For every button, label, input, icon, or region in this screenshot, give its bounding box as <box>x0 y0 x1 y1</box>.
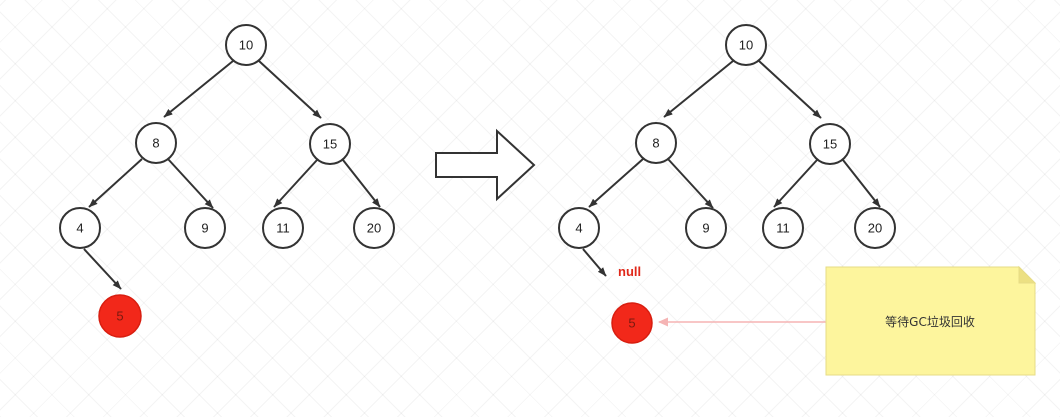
edge-10-8 <box>663 60 734 118</box>
node-label: 8 <box>652 136 659 151</box>
note-fold <box>1018 265 1037 284</box>
removed-node: 5 <box>98 294 142 338</box>
tree-node: 9 <box>184 207 226 249</box>
after-tree-edges <box>582 60 881 277</box>
tree-node: 15 <box>809 123 851 165</box>
tree-node: 20 <box>353 207 395 249</box>
node-label: 5 <box>116 309 123 324</box>
tree-node: 20 <box>854 207 896 249</box>
edge-8-4 <box>88 158 143 208</box>
node-label: 9 <box>201 221 208 236</box>
after-tree: 10 8 15 4 9 11 20 null 5 <box>558 24 896 344</box>
edge-15-20 <box>342 159 381 208</box>
before-tree: 10 8 15 4 9 11 20 5 <box>59 24 395 338</box>
edge-10-15 <box>258 60 322 119</box>
edge-15-20 <box>842 159 881 208</box>
tree-node: 9 <box>685 207 727 249</box>
tree-node: 15 <box>309 123 351 165</box>
tree-node: 8 <box>135 122 177 164</box>
edge-10-15 <box>758 60 822 119</box>
node-label: 4 <box>76 221 83 236</box>
node-label: 11 <box>276 221 290 236</box>
edge-15-11 <box>273 159 318 208</box>
node-label: 11 <box>776 221 790 236</box>
node-label: 5 <box>628 316 635 331</box>
tree-node: 8 <box>635 122 677 164</box>
node-label: 20 <box>868 221 882 236</box>
edge-8-4 <box>588 158 644 208</box>
node-label: 20 <box>367 221 381 236</box>
tree-node: 11 <box>762 207 804 249</box>
edge-10-8 <box>163 60 234 118</box>
edge-8-9 <box>667 158 714 209</box>
node-label: 4 <box>575 221 582 236</box>
edge-4-5 <box>83 248 122 290</box>
null-label: null <box>618 264 641 279</box>
tree-node: 11 <box>262 207 304 249</box>
edge-4-null <box>582 248 607 277</box>
tree-node: 10 <box>225 24 267 66</box>
transition-arrow <box>435 128 536 202</box>
note-text: 等待GC垃圾回收 <box>885 314 975 329</box>
node-label: 9 <box>702 221 709 236</box>
node-label: 10 <box>239 38 253 53</box>
node-label: 8 <box>152 136 159 151</box>
edge-15-11 <box>773 159 818 208</box>
tree-node: 4 <box>59 207 101 249</box>
edge-8-9 <box>167 158 214 209</box>
node-label: 15 <box>823 137 837 152</box>
detached-node: 5 <box>611 302 653 344</box>
node-label: 15 <box>323 137 337 152</box>
tree-node: 4 <box>558 207 600 249</box>
before-tree-edges <box>83 60 381 290</box>
tree-node: 10 <box>725 24 767 66</box>
gc-note: 等待GC垃圾回收 <box>825 265 1037 376</box>
node-label: 10 <box>739 38 753 53</box>
